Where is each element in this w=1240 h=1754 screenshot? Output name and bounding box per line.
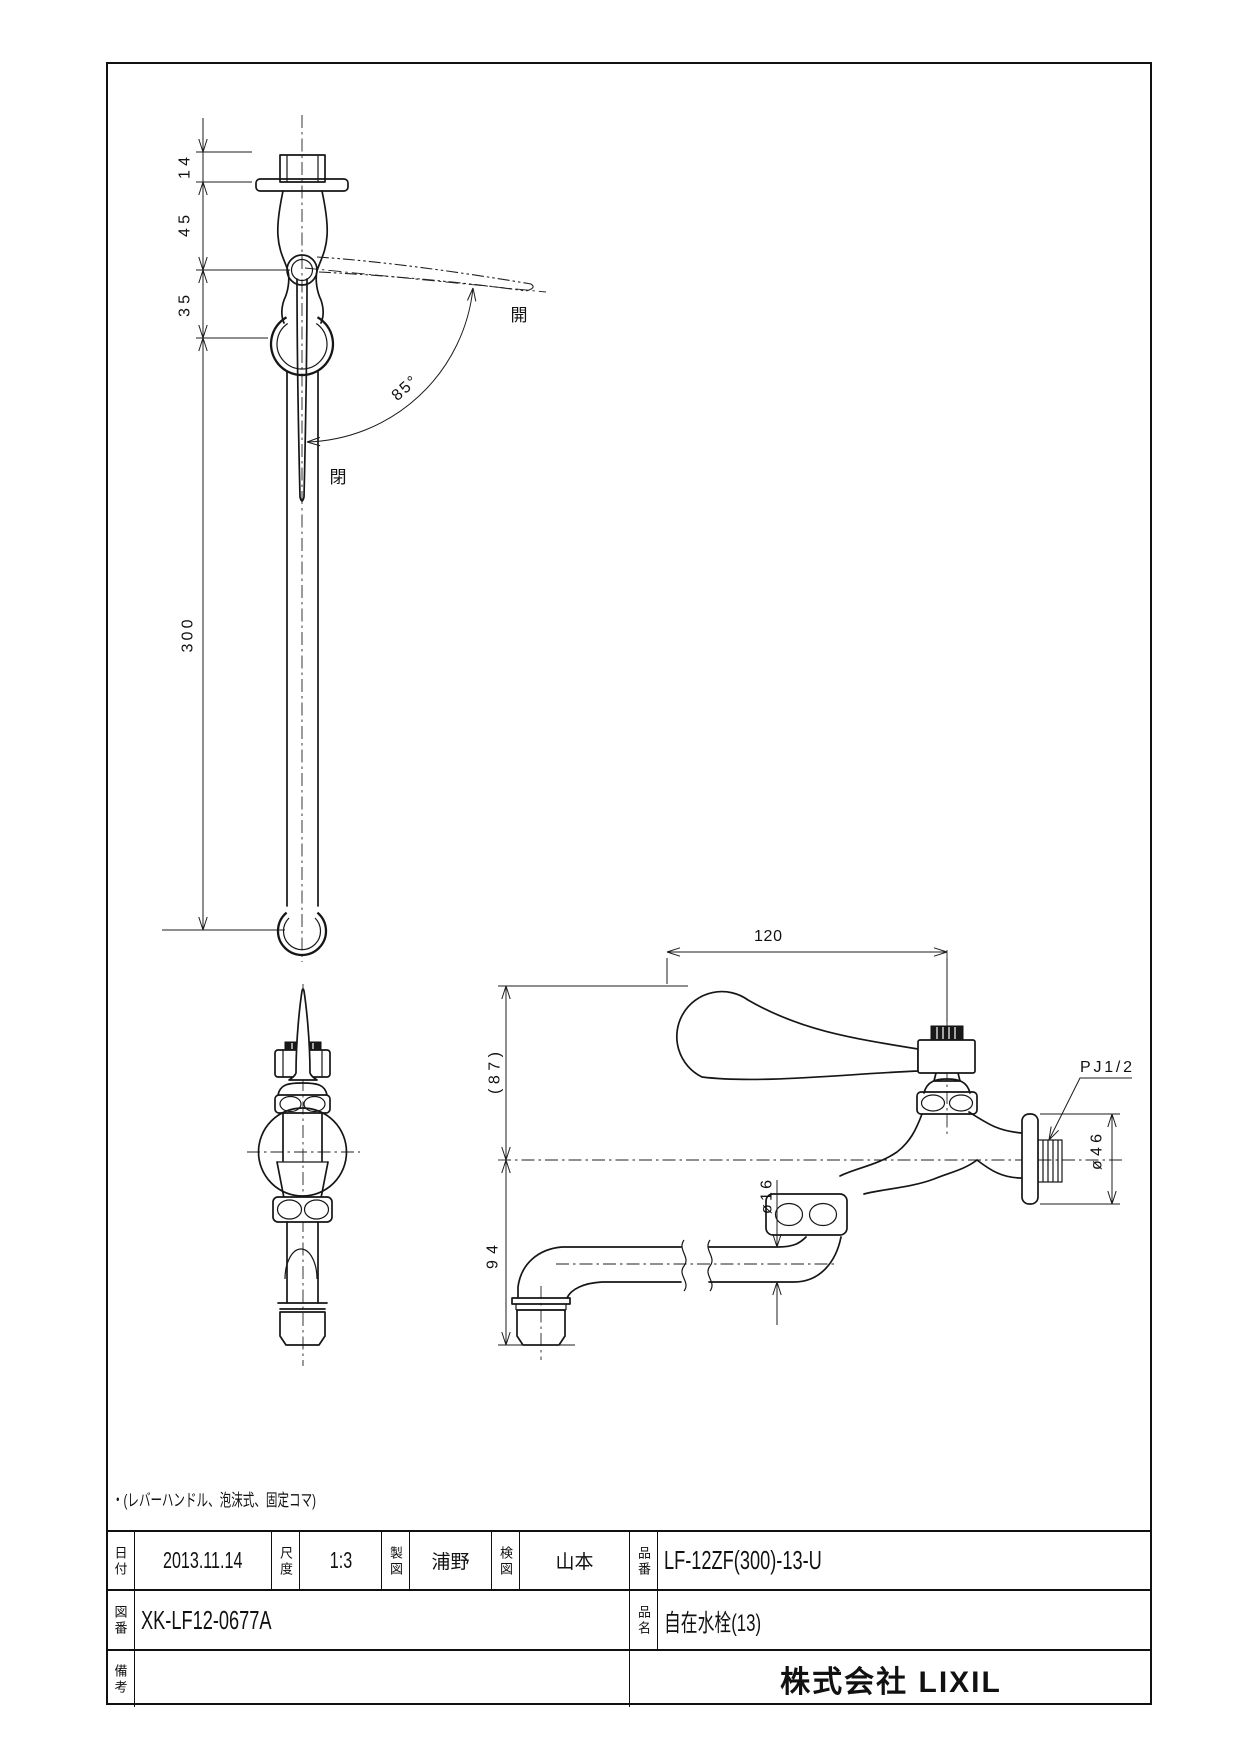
remarks-value: [134, 1651, 629, 1707]
drafter-value: 浦野: [431, 1552, 470, 1573]
checker-value: 山本: [555, 1552, 594, 1573]
date-value: 2013.11.14: [163, 1547, 243, 1573]
dim-87-label: (87): [487, 1052, 504, 1094]
remarks-label: 備考: [112, 1664, 128, 1696]
title-block-row-1: 日付 2013.11.14 尺度 1:3 製図 浦野 検図 山本 品番 LF-1…: [106, 1532, 1152, 1589]
part-no-value: LF-12ZF(300)-13-U: [664, 1545, 822, 1575]
plan-view: 14 45 35 300 85° 開 閉: [162, 115, 547, 962]
title-block: 日付 2013.11.14 尺度 1:3 製図 浦野 検図 山本 品番 LF-1…: [106, 1530, 1152, 1707]
spec-note: ・(レバーハンドル、泡沫式、固定コマ): [112, 1491, 316, 1510]
open-label: 開: [511, 306, 528, 325]
scale-label: 尺度: [271, 1532, 299, 1589]
dia-16-label: ø16: [759, 1180, 776, 1214]
dim-14-label: 14: [177, 157, 194, 179]
date-label: 日付: [112, 1545, 128, 1578]
drawing-no-value: XK-LF12-0677A: [141, 1604, 272, 1635]
drafter-label: 製図: [381, 1532, 409, 1589]
dim-94-label: 94: [485, 1245, 502, 1269]
dim-45-label: 45: [177, 215, 194, 237]
dim-120-label: 120: [754, 928, 782, 945]
title-block-row-2: 図番 XK-LF12-0677A 品名 自在水栓(13): [106, 1589, 1152, 1649]
part-name-value: 自在水栓(13): [664, 1609, 762, 1637]
part-name-label: 品名: [629, 1591, 657, 1649]
drawing-no-label: 図番: [112, 1605, 128, 1637]
dia-46-label: ø46: [1089, 1134, 1106, 1170]
thread-pj-label: PJ1/2: [1080, 1059, 1132, 1076]
angle-85-label: 85°: [389, 373, 421, 404]
title-block-row-3: 備考 株式会社 LIXIL: [106, 1649, 1152, 1707]
dim-300-label: 300: [180, 619, 197, 652]
side-view: 120 (87) 94 ø16 ø46 PJ1/2: [485, 928, 1132, 1360]
part-no-label: 品番: [629, 1532, 657, 1589]
front-view: [247, 984, 360, 1366]
dim-35-label: 35: [177, 295, 194, 317]
company-name: 株式会社 LIXIL: [780, 1666, 1002, 1699]
checker-label: 検図: [491, 1532, 519, 1589]
scale-value: 1:3: [329, 1547, 352, 1573]
close-label: 閉: [330, 468, 347, 487]
